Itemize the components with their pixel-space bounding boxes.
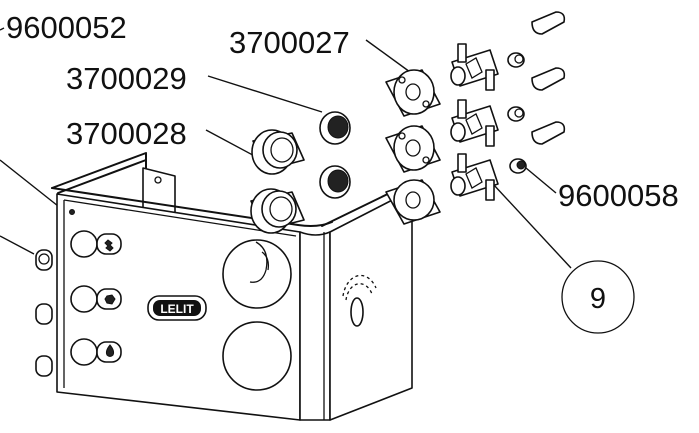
gauge-bezel-upper [251, 129, 305, 175]
gauge-opening-lower [222, 321, 292, 391]
indicator-lamp-1 [531, 11, 566, 35]
gauge-bezel-lower [250, 188, 305, 234]
gauge-lens-upper [319, 111, 351, 145]
callout-3700027: 3700027 [229, 25, 350, 60]
callout-9600058: 9600058 [558, 178, 679, 213]
small-cap-2 [507, 106, 525, 122]
brand-logo-text: LELIT [160, 302, 194, 316]
button-housing-middle [385, 125, 441, 173]
knob-middle [35, 303, 53, 325]
callout-3700028: 3700028 [66, 116, 187, 151]
gauge-opening-upper [222, 239, 292, 309]
water-button [70, 338, 122, 366]
callout-9600052: 9600052 [6, 10, 127, 45]
coffee-button [70, 285, 122, 313]
button-housing-top [385, 69, 441, 117]
switch-top [450, 43, 499, 91]
gauge-lens-lower [319, 165, 351, 199]
indicator-lamp-3 [531, 121, 566, 145]
indicator-lamp-2 [531, 67, 566, 91]
knob-bottom [35, 355, 53, 377]
callout-9-bubble: 9 [561, 260, 635, 334]
knob-top [35, 249, 53, 271]
small-cap-3 [509, 158, 527, 174]
small-cap-1 [507, 52, 525, 68]
callout-3700029: 3700029 [66, 61, 187, 96]
switch-bottom [450, 153, 499, 201]
button-housing-bottom [385, 179, 441, 225]
leader-lines [0, 27, 572, 269]
steam-button [70, 230, 122, 258]
side-indicator [342, 274, 377, 327]
switch-middle [450, 99, 499, 147]
front-panel-buttons: LELIT [35, 230, 292, 391]
brand-logo: LELIT [147, 295, 207, 321]
callout-9: 9 [590, 283, 606, 315]
